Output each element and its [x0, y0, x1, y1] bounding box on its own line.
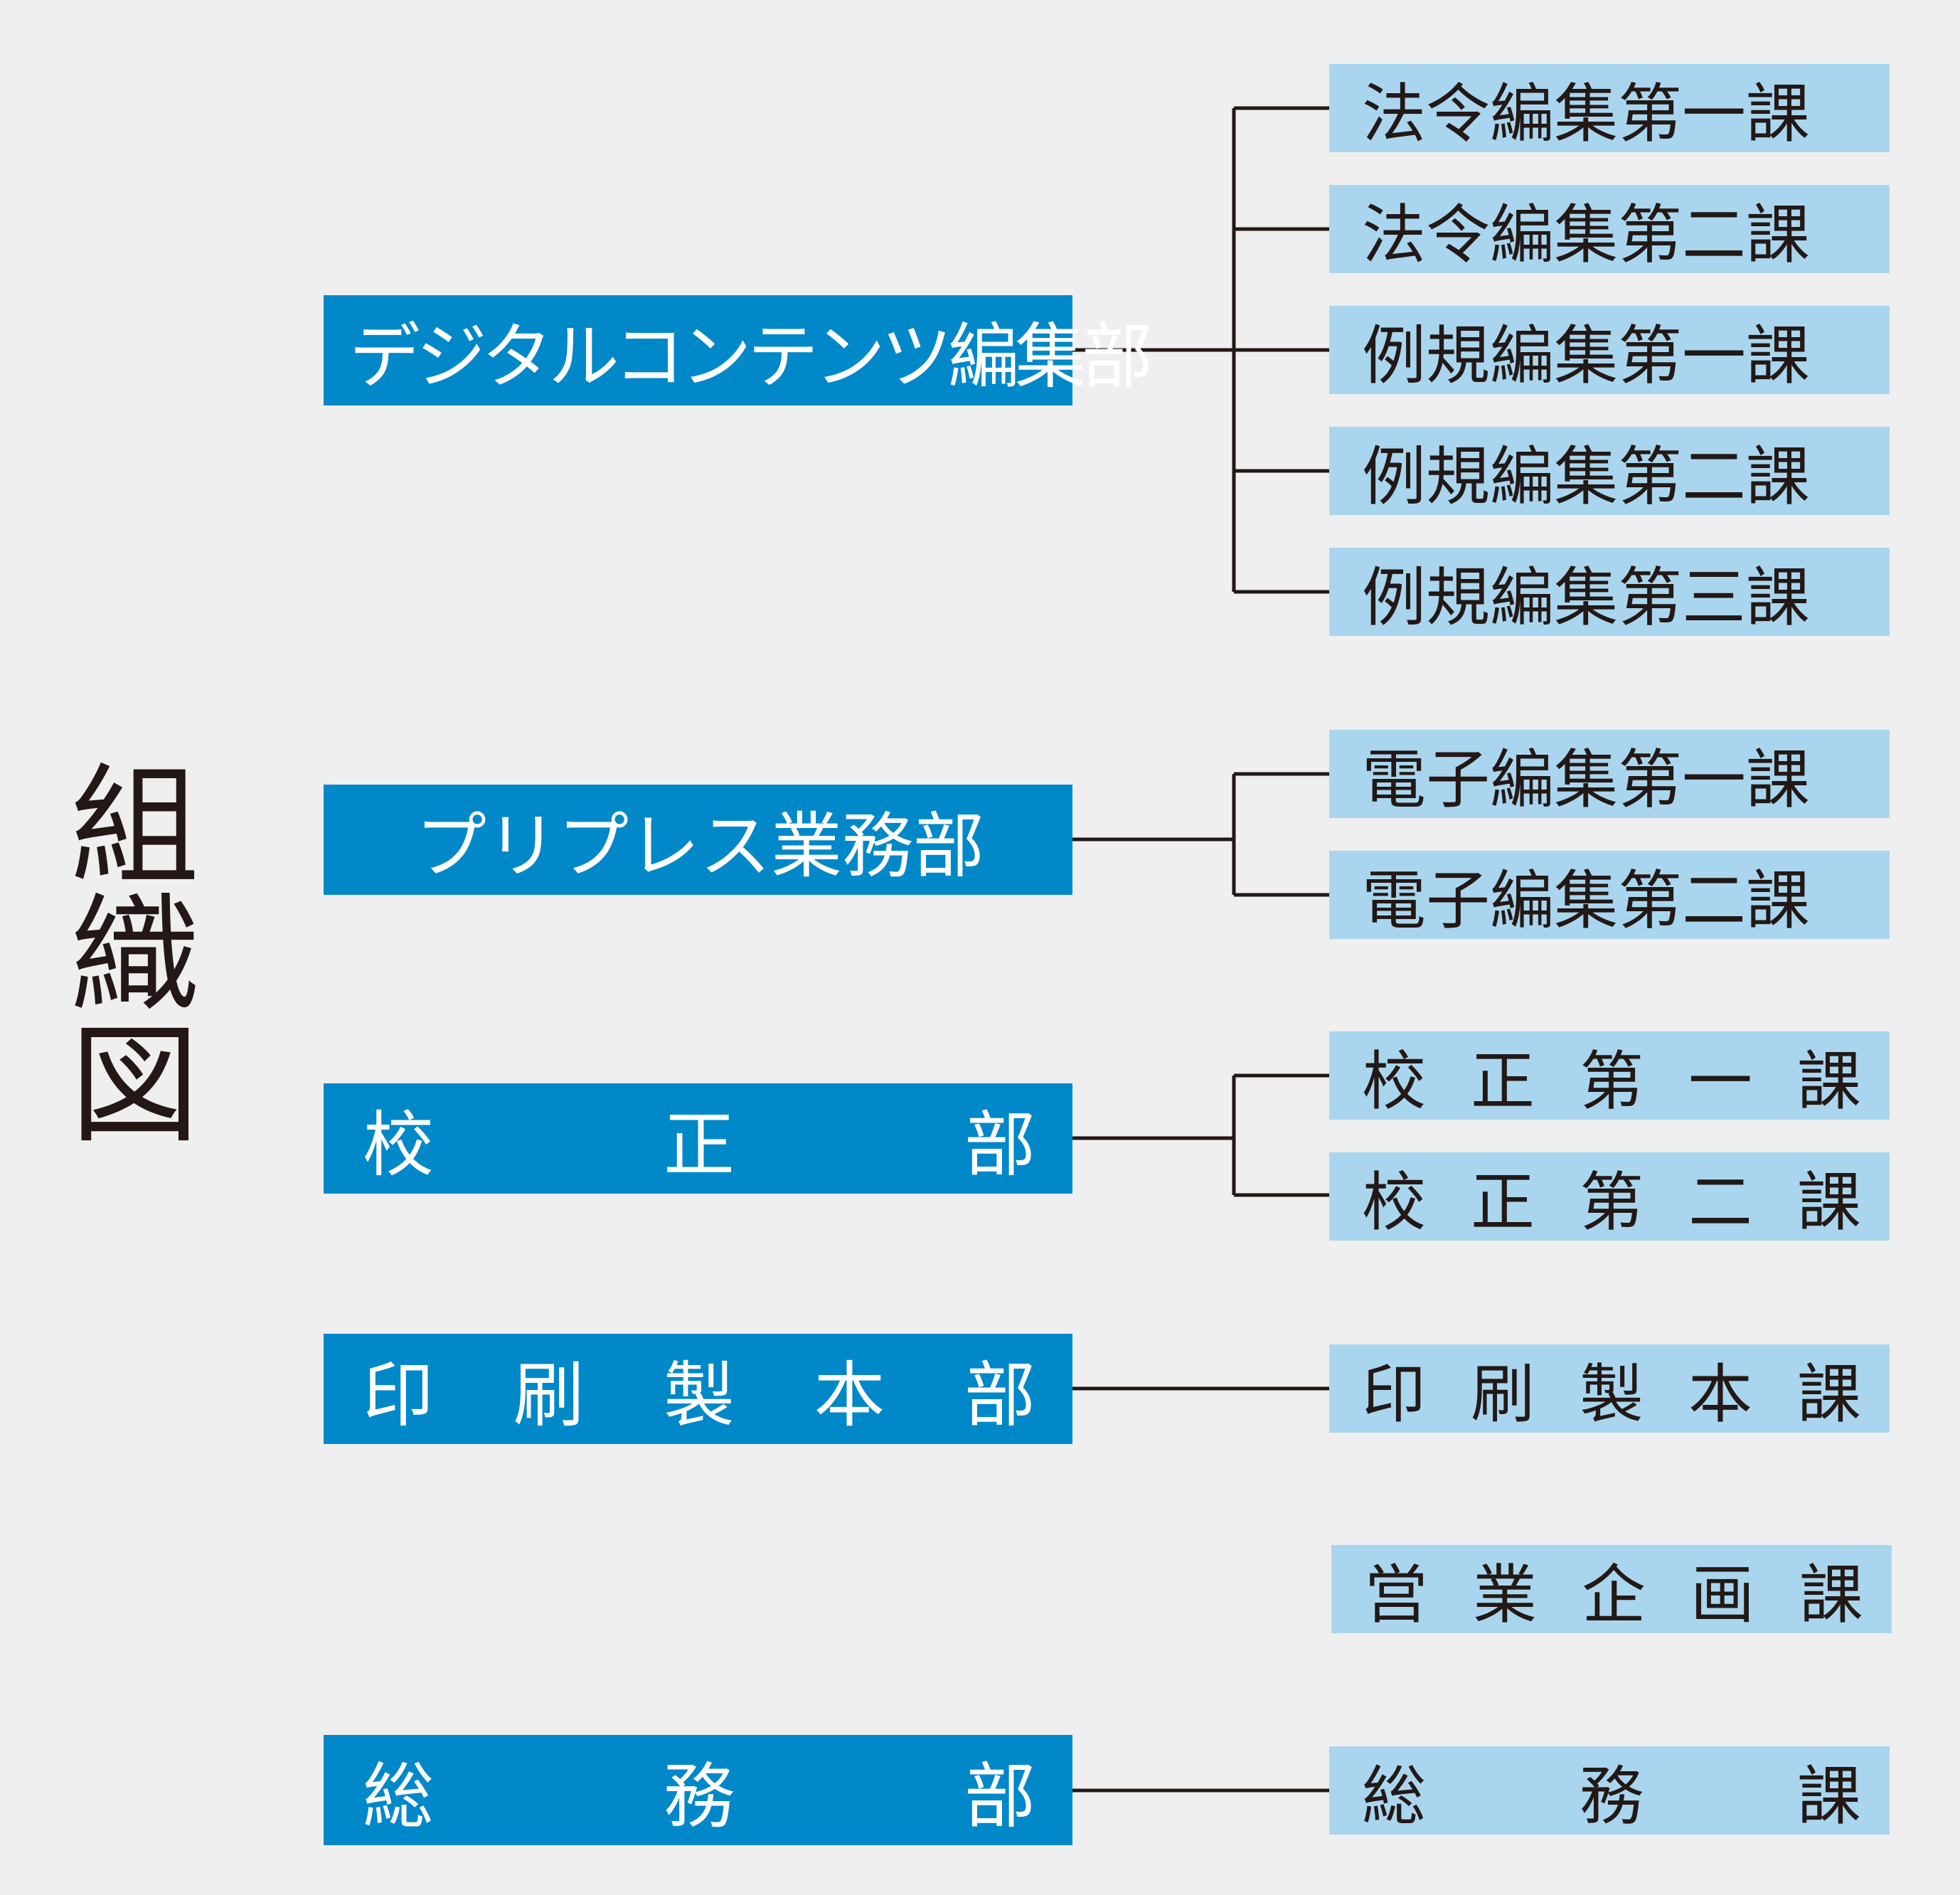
label-char: 課	[1799, 1558, 1863, 1633]
label-char: 課	[1797, 1165, 1861, 1240]
section-kousei-1: 校正第一課	[1329, 1031, 1890, 1120]
label-char: 一	[1688, 1044, 1752, 1119]
label-char: 校	[1362, 1165, 1426, 1240]
label-char: 業	[1473, 1558, 1537, 1633]
label-char: 校	[363, 1103, 434, 1187]
label-char: 製	[1580, 1357, 1644, 1432]
label-char: 総	[1362, 1759, 1426, 1834]
label-char: 校	[1362, 1044, 1426, 1119]
label-char: 二	[1688, 1165, 1752, 1240]
section-kousei-2: 校正第二課	[1329, 1152, 1890, 1241]
label-char: 務	[1580, 1759, 1644, 1834]
section-hourei-1: 法令編集第一課	[1329, 64, 1890, 152]
label-char: 課	[1797, 1044, 1861, 1119]
label-char: 課	[1797, 1759, 1861, 1834]
label-char: 正	[1471, 1044, 1535, 1119]
label-char: 部	[964, 1103, 1035, 1187]
label-char: 印	[363, 1354, 434, 1437]
label-char: 刷	[513, 1354, 585, 1437]
section-label: 例規編集第二課	[1362, 440, 1810, 514]
section-reiki-2: 例規編集第二課	[1329, 427, 1890, 515]
label-char: 刷	[1471, 1357, 1535, 1432]
label-char: 正	[664, 1103, 735, 1187]
section-label: 電子編集第一課	[1362, 743, 1810, 817]
department-prepress: プリプレス業務部	[324, 785, 1072, 895]
section-label: 例規編集第一課	[1362, 319, 1810, 393]
label-char: 正	[1471, 1165, 1535, 1240]
section-sales-planning: 営業企画課	[1331, 1545, 1892, 1633]
diagram-title: 組織図	[48, 758, 199, 1146]
label-char: 部	[964, 1755, 1035, 1838]
label-char: 企	[1582, 1558, 1646, 1633]
department-digital-contents: デジタルコンテンツ編集部	[324, 295, 1153, 405]
section-label: 電子編集第二課	[1362, 864, 1810, 938]
label-char: 営	[1364, 1558, 1428, 1633]
department-printing-binding: 印刷製本部	[324, 1334, 1072, 1444]
label-char: 印	[1362, 1357, 1426, 1432]
section-label: 例規編集第三課	[1362, 561, 1810, 635]
section-hourei-2: 法令編集第二課	[1329, 185, 1890, 273]
department-label: デジタルコンテンツ編集部	[349, 315, 1153, 398]
department-general-affairs: 総務部	[324, 1735, 1072, 1845]
department-label: プリプレス業務部	[415, 805, 984, 888]
section-reiki-1: 例規編集第一課	[1329, 306, 1890, 394]
label-char: 第	[1580, 1044, 1644, 1119]
label-char: 課	[1797, 1357, 1861, 1432]
label-char: 務	[664, 1755, 735, 1838]
label-char: 製	[664, 1354, 735, 1437]
label-char: 総	[363, 1755, 434, 1838]
label-char: 本	[814, 1354, 885, 1437]
label-char: 部	[964, 1354, 1035, 1437]
department-proofreading: 校正部	[324, 1083, 1072, 1194]
section-label: 法令編集第二課	[1362, 198, 1810, 272]
section-printing-binding: 印刷製本課	[1329, 1344, 1890, 1433]
section-denshi-1: 電子編集第一課	[1329, 730, 1890, 818]
section-label: 法令編集第一課	[1362, 77, 1810, 152]
label-char: 第	[1580, 1165, 1644, 1240]
section-reiki-3: 例規編集第三課	[1329, 548, 1890, 636]
section-denshi-2: 電子編集第二課	[1329, 851, 1890, 939]
label-char: 画	[1690, 1558, 1754, 1633]
label-char: 本	[1688, 1357, 1752, 1432]
section-general-affairs: 総務課	[1329, 1746, 1890, 1835]
